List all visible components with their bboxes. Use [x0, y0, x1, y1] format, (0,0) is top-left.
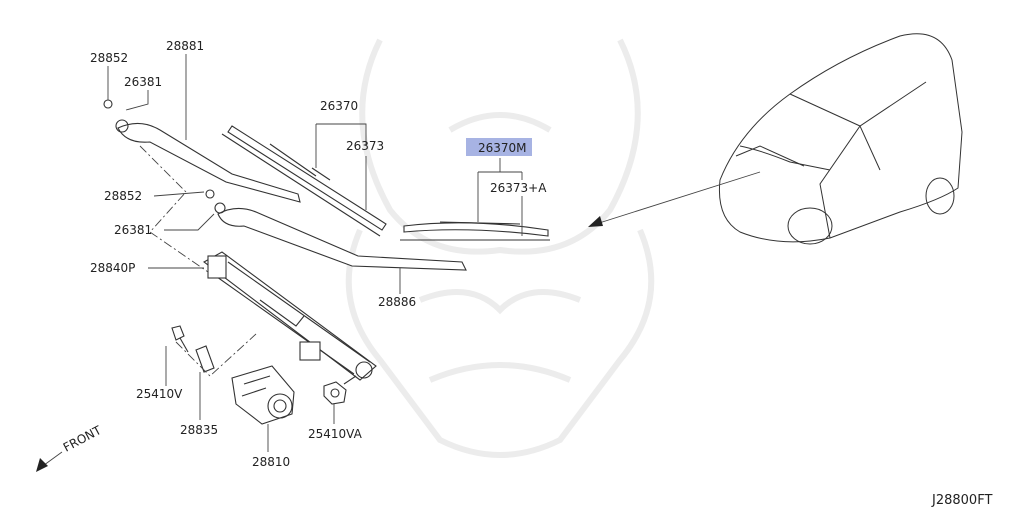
label-28852-mid: 28852	[104, 189, 142, 203]
assembly-dash-lines	[139, 145, 257, 377]
callout-labels: 28852 26381 28881 26370 26373 26370M 263…	[90, 39, 547, 469]
diagram-code: J28800FT	[931, 493, 992, 508]
label-28810: 28810	[252, 455, 290, 469]
label-26373-a: 26373+A	[490, 181, 547, 195]
label-26370: 26370	[320, 99, 358, 113]
label-26373: 26373	[346, 139, 384, 153]
label-28881: 28881	[166, 39, 204, 53]
label-28852-top: 28852	[90, 51, 128, 65]
label-28886: 28886	[378, 295, 416, 309]
reference-arrow	[588, 171, 761, 227]
wiper-motor	[231, 365, 295, 425]
highlight-box-26370m	[466, 138, 532, 156]
wiper-blade-right	[400, 221, 550, 241]
bolt-and-spacer	[171, 325, 215, 373]
label-25410va: 25410VA	[308, 427, 363, 441]
wiper-arm-driver	[103, 99, 301, 203]
wiper-blade-left	[221, 125, 387, 237]
front-arrow-icon	[36, 451, 63, 472]
leader-lines	[107, 54, 523, 452]
label-26370m: 26370M	[478, 141, 527, 155]
watermark-mask	[345, 38, 655, 458]
label-28835: 28835	[180, 423, 218, 437]
label-25410v: 25410V	[136, 387, 183, 401]
label-26381-mid: 26381	[114, 223, 152, 237]
label-26381-top: 26381	[124, 75, 162, 89]
nut-25410va	[323, 375, 357, 405]
wiper-linkage	[202, 251, 377, 381]
front-label: FRONT	[61, 423, 104, 455]
car-illustration	[718, 33, 963, 245]
label-28840p: 28840P	[90, 261, 135, 275]
wiper-arm-passenger	[205, 189, 467, 271]
